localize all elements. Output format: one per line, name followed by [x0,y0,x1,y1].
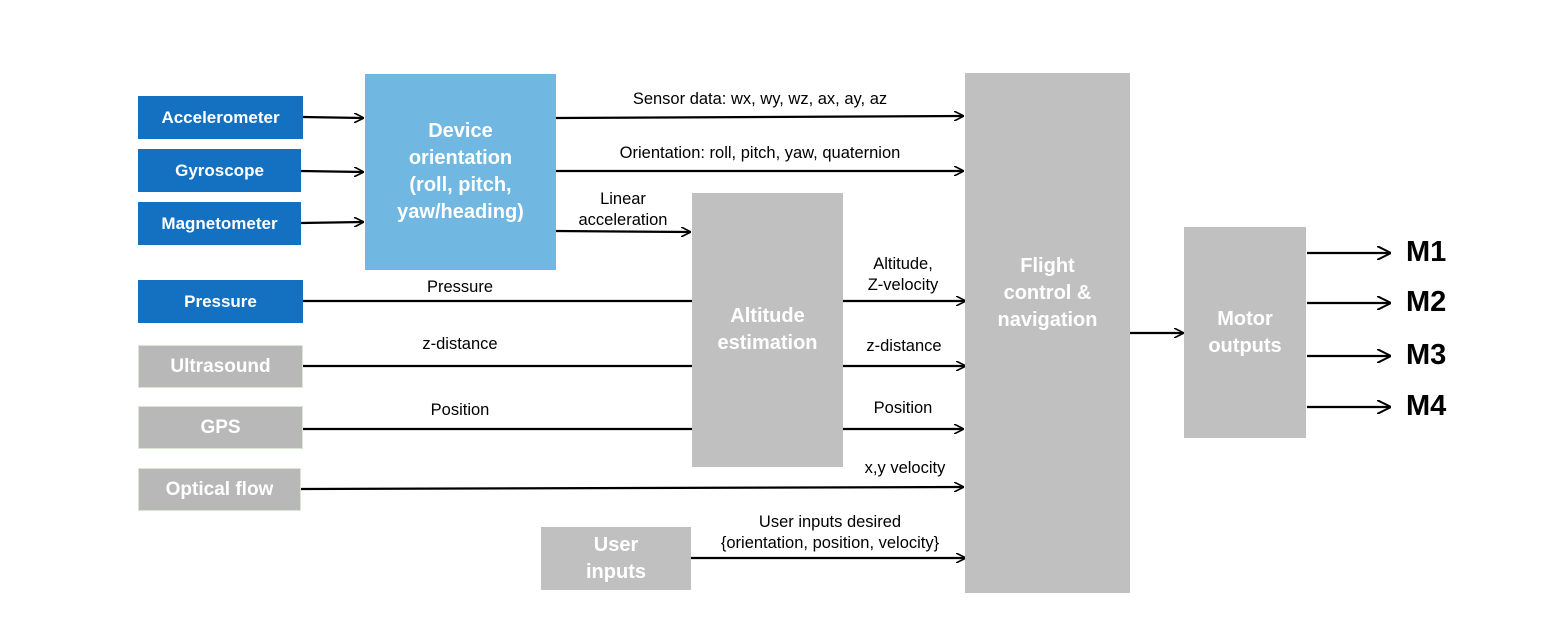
edge-label-position-out: Position [873,399,933,417]
edge-label-z-distance-in: z-distance [422,335,498,353]
edge-label-xy-velocity: x,y velocity [864,459,946,477]
arrow-linear-acceleration [555,231,690,232]
gps-label: GPS [200,416,241,438]
edge-label-altitude-z-velocity: Altitude, Z-velocity [867,255,939,294]
magnetometer-label: Magnetometer [161,213,278,233]
accelerometer-label: Accelerometer [161,107,280,127]
arrow-xy-velocity [300,487,963,489]
arrow-accelerometer-to-orientation [302,117,363,118]
magnetometer-box: Magnetometer [138,202,301,245]
motor-label-m1: M1 [1406,236,1447,268]
arrow-magnetometer-to-orientation [300,222,363,223]
gyroscope-box: Gyroscope [138,149,301,192]
edge-label-orientation: Orientation: roll, pitch, yaw, quaternio… [619,144,901,162]
optical-flow-label: Optical flow [165,478,274,500]
pressure-box: Pressure [138,280,303,323]
accelerometer-box: Accelerometer [138,96,303,139]
motor-label-m2: M2 [1406,286,1447,318]
edge-label-user-inputs-desired: User inputs desired {orientation, positi… [720,513,940,552]
device-orientation-box: Device orientation (roll, pitch, yaw/hea… [365,74,556,270]
flight-control-box: Flight control & navigation [965,73,1130,593]
edge-label-linear-acceleration: Linear acceleration [578,190,668,229]
edge-label-sensor-data: Sensor data: wx, wy, wz, ax, ay, az [632,90,888,108]
altitude-estimation-label: Altitude estimation [717,305,818,354]
motor-label-m3: M3 [1406,339,1447,371]
device-orientation-label: Device orientation (roll, pitch, yaw/hea… [397,120,524,223]
pressure-label: Pressure [184,291,257,311]
edge-label-position-in: Position [430,401,490,419]
altitude-estimation-box: Altitude estimation [692,193,843,467]
gps-box: GPS [138,406,303,449]
motor-label-m4: M4 [1406,390,1447,422]
edge-label-pressure: Pressure [426,278,494,296]
user-inputs-label: User inputs [586,533,646,583]
ultrasound-box: Ultrasound [138,345,303,388]
gyroscope-label: Gyroscope [175,160,264,180]
optical-flow-box: Optical flow [138,468,301,511]
motor-outputs-label: Motor outputs [1208,307,1282,357]
user-inputs-box: User inputs [541,527,691,590]
arrow-sensor-data [555,116,963,118]
flight-control-label: Flight control & navigation [997,254,1098,331]
arrow-gyroscope-to-orientation [300,171,363,172]
edge-label-z-distance-out: z-distance [866,337,942,355]
motor-outputs-box: Motor outputs [1184,227,1306,438]
ultrasound-label: Ultrasound [170,355,271,377]
